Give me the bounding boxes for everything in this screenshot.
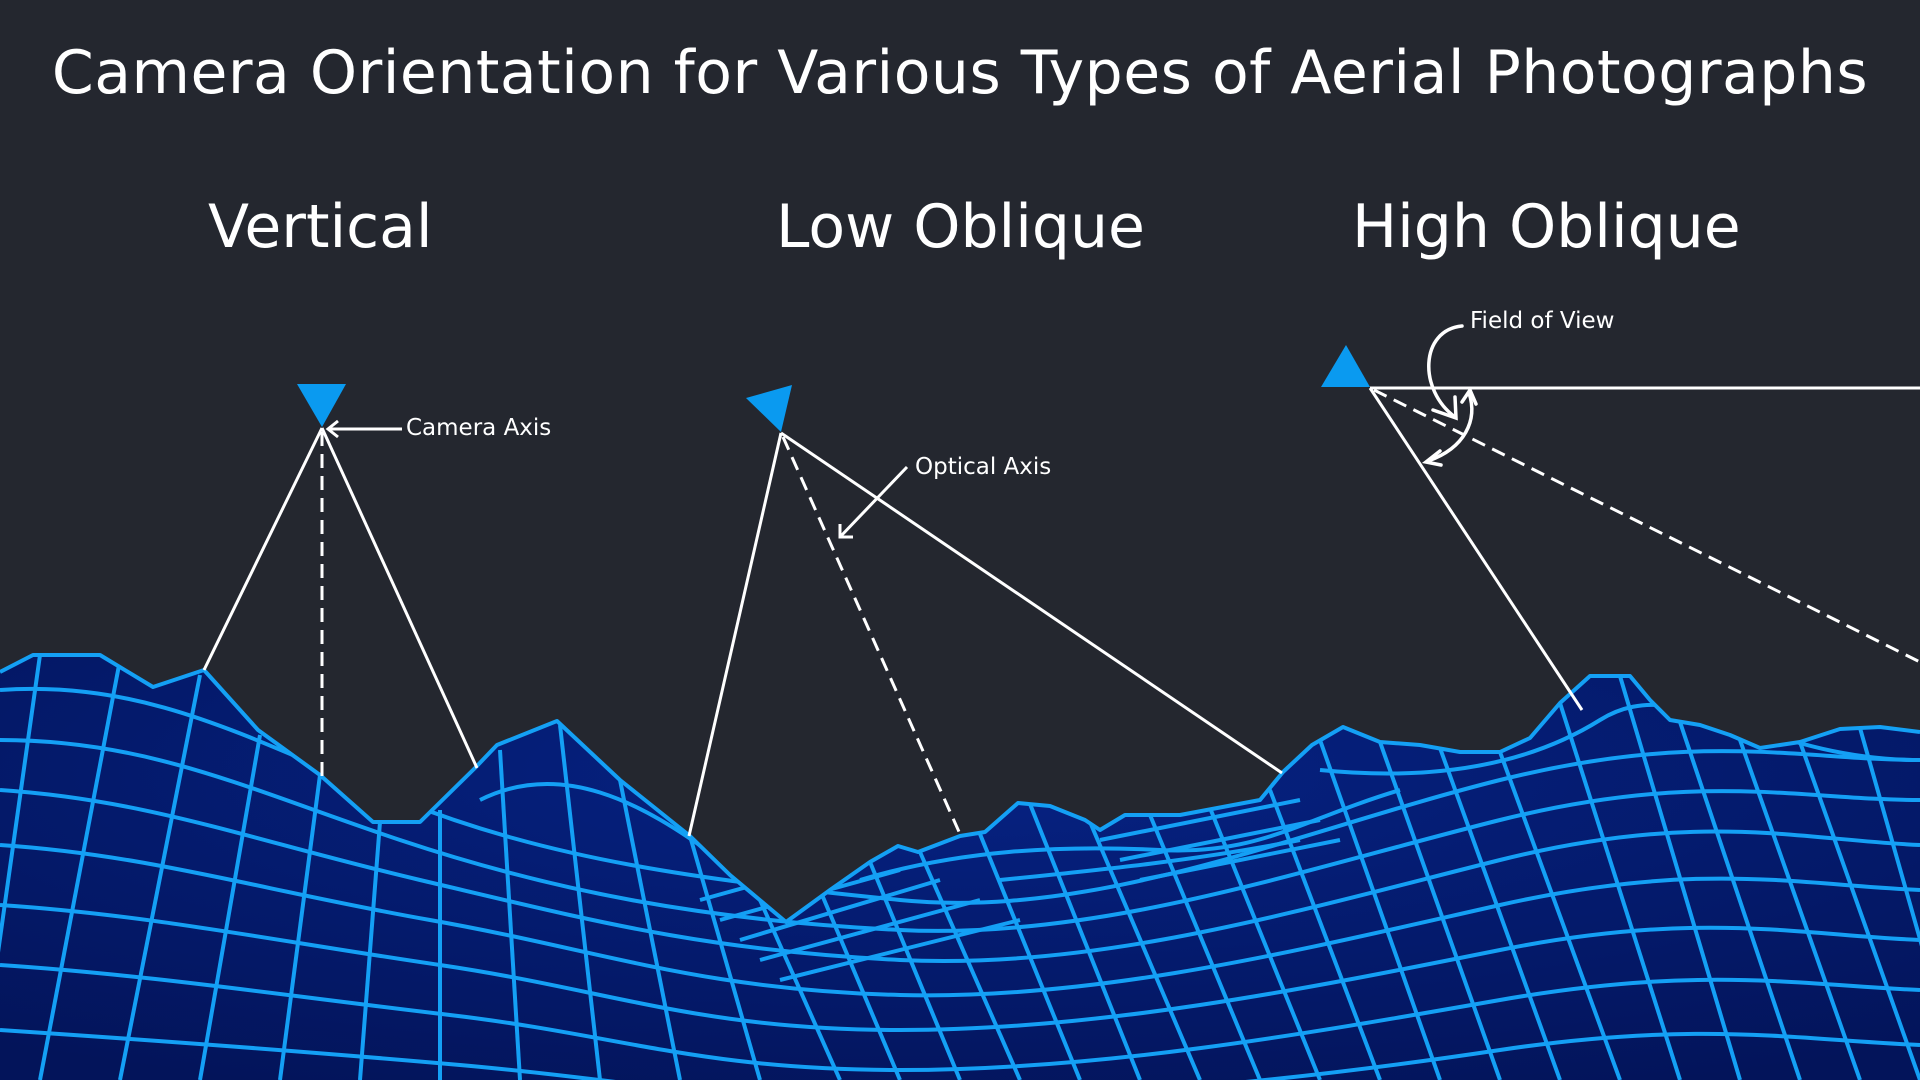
vertical-diagram bbox=[202, 384, 479, 778]
camera-icon bbox=[1321, 345, 1370, 387]
optical-axis-label: Optical Axis bbox=[915, 454, 1052, 480]
heading-vertical: Vertical bbox=[208, 192, 433, 262]
arrow-icon bbox=[838, 465, 909, 539]
arrow-icon bbox=[325, 419, 402, 439]
heading-high-oblique: High Oblique bbox=[1352, 192, 1741, 262]
high-oblique-diagram bbox=[1321, 324, 1920, 711]
diagram-title: Camera Orientation for Various Types of … bbox=[51, 38, 1869, 108]
view-line-left bbox=[687, 432, 783, 837]
optical-axis-line bbox=[1373, 388, 1920, 664]
view-line-left bbox=[202, 427, 324, 671]
view-line-right bbox=[320, 427, 479, 769]
view-line-lower bbox=[1368, 387, 1584, 711]
low-oblique-diagram bbox=[687, 385, 1283, 837]
view-line-right bbox=[780, 431, 1283, 775]
fov-arc-icon bbox=[1421, 386, 1478, 467]
camera-icon bbox=[746, 385, 792, 432]
field-of-view-label: Field of View bbox=[1470, 308, 1615, 334]
heading-low-oblique: Low Oblique bbox=[776, 192, 1145, 262]
camera-axis-label: Camera Axis bbox=[406, 415, 552, 441]
wireframe-terrain bbox=[0, 653, 1920, 1080]
curved-arrow-icon bbox=[1427, 324, 1464, 421]
optical-axis-line bbox=[781, 436, 962, 835]
camera-icon bbox=[297, 384, 346, 427]
